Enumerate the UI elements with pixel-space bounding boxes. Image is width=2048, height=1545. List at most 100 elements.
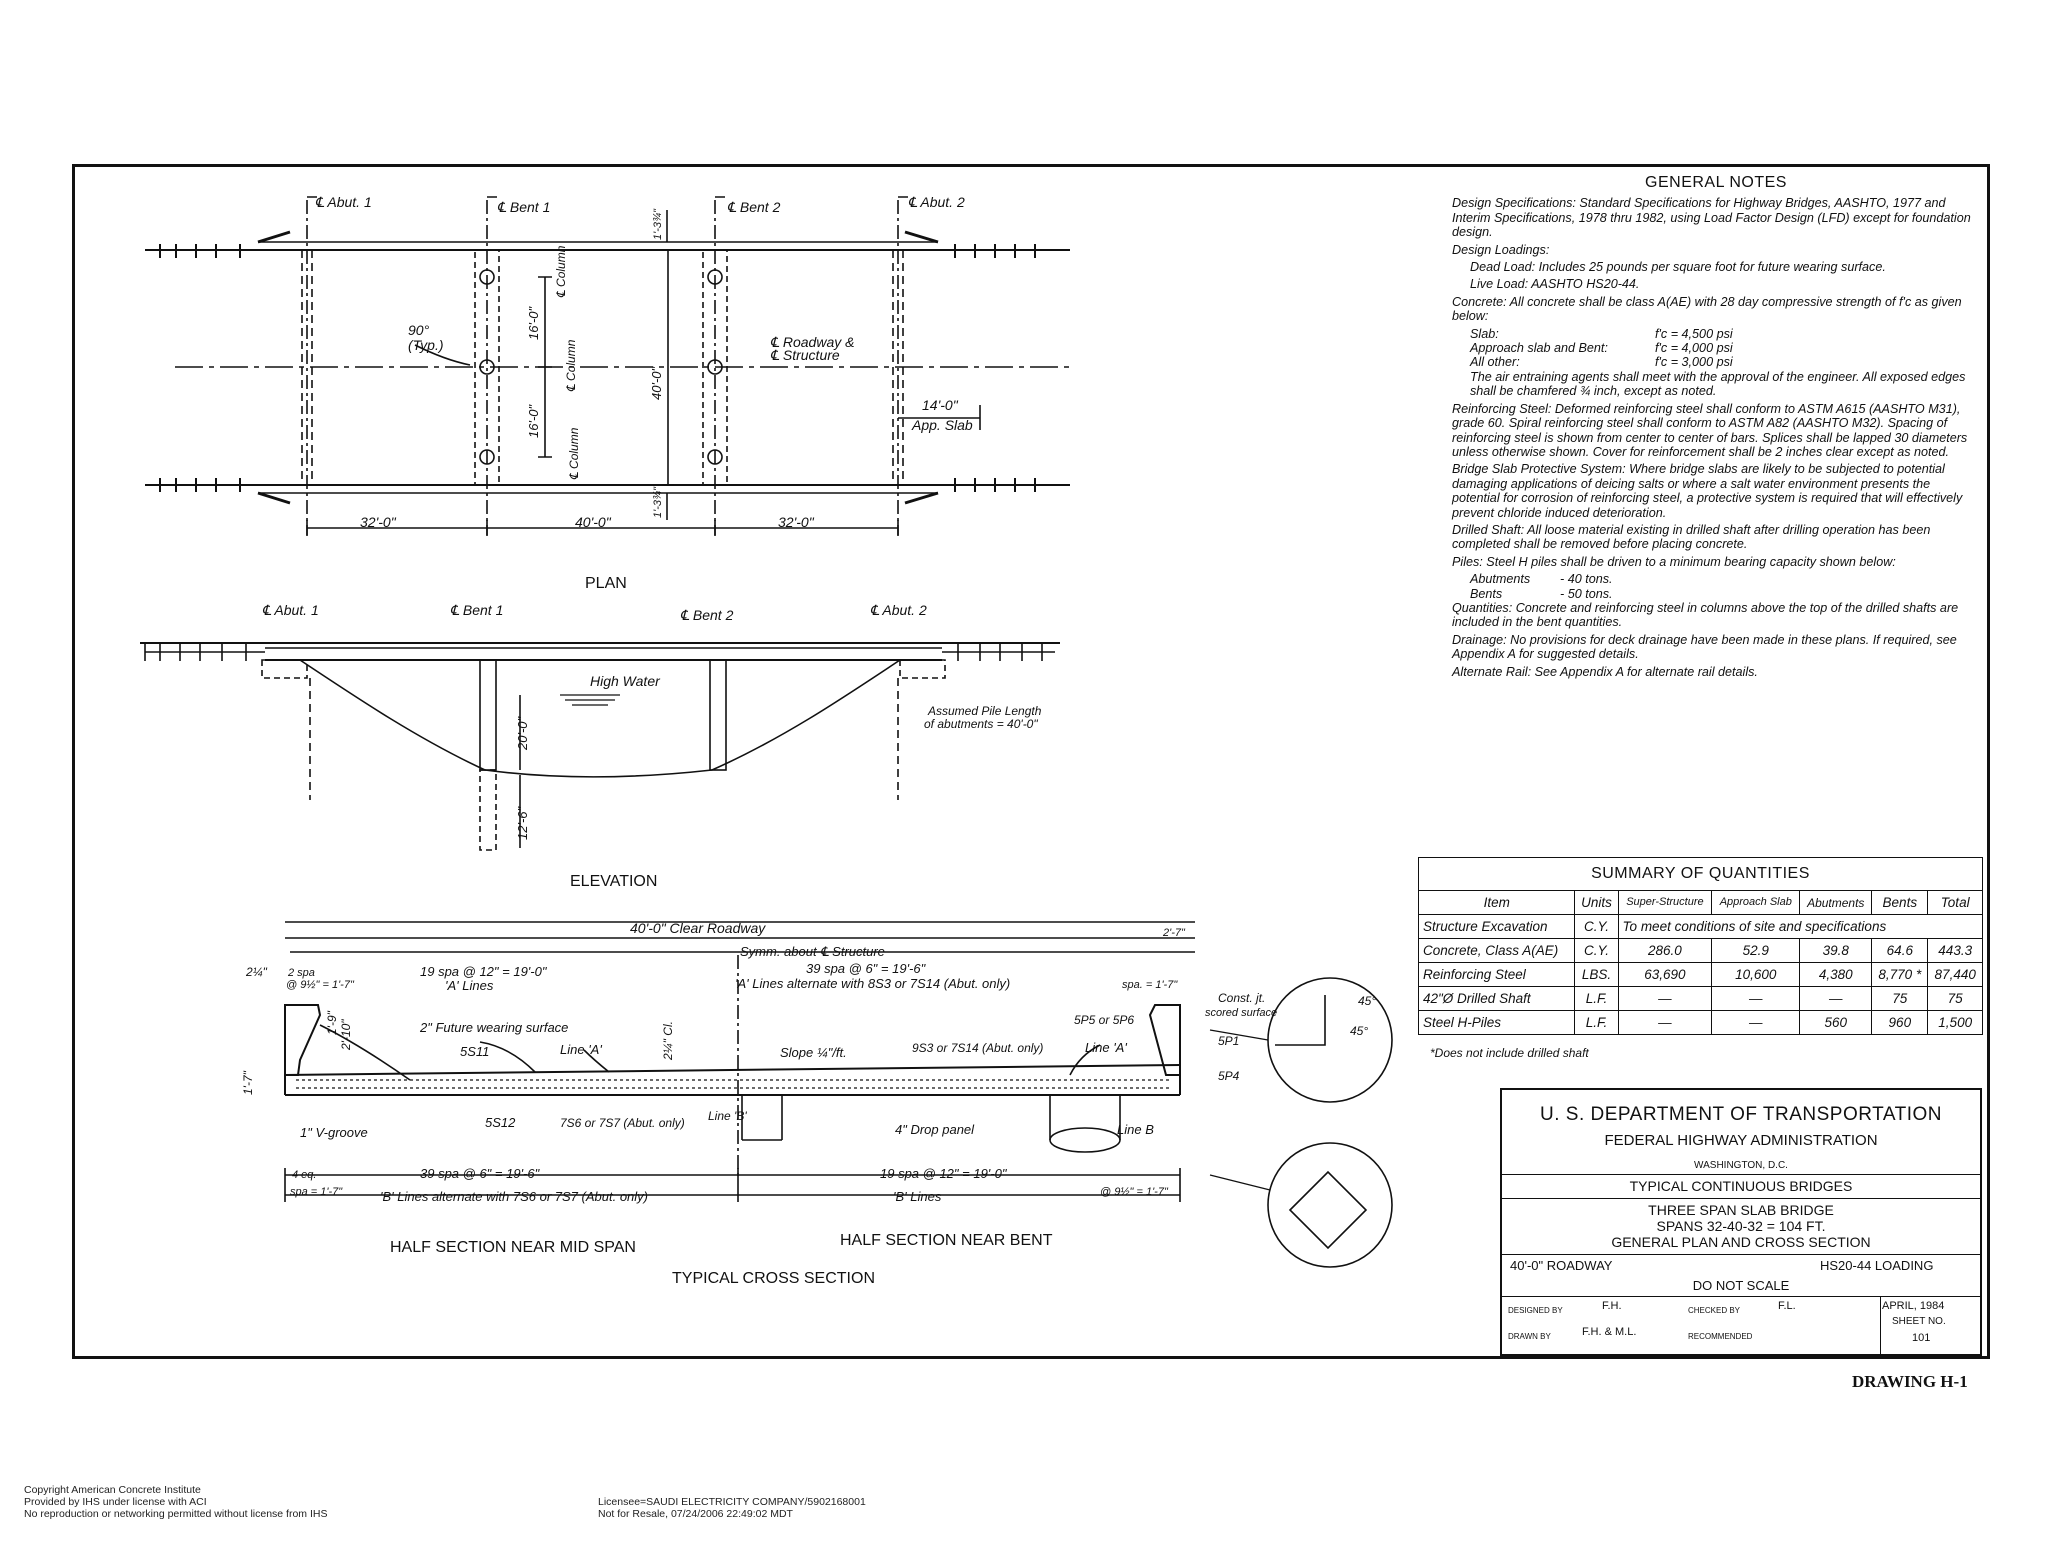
th-item: Item	[1417, 890, 1576, 915]
general-notes-title: GENERAL NOTES	[1645, 174, 1787, 191]
cell: Structure Excavation	[1417, 914, 1576, 939]
tb-date: APRIL, 1984	[1882, 1300, 1945, 1312]
sec-5p5: 5P5 or 5P6	[1074, 1013, 1134, 1027]
th-abutments: Abutments	[1799, 890, 1873, 915]
plan-span1: 32'-0"	[360, 514, 397, 530]
strength-other-label: All other:	[1470, 355, 1520, 370]
note-design-loadings: Design Loadings:	[1452, 242, 1550, 257]
sec-slope: Slope ¼"/ft.	[780, 1045, 847, 1060]
table-row: Concrete, Class A(AE) C.Y. 286.0 52.9 39…	[1417, 938, 1983, 963]
tb-divider	[1880, 1296, 1881, 1354]
footer-left-1: Copyright American Concrete Institute	[24, 1484, 201, 1496]
sec-future-surface: 2" Future wearing surface	[419, 1020, 568, 1035]
tb-city: WASHINGTON, D.C.	[1694, 1160, 1788, 1171]
plan-view	[145, 196, 1070, 536]
plan-dim-16a: 16'-0"	[526, 305, 541, 340]
note-reinforcing: Reinforcing Steel: Deformed reinforcing …	[1452, 401, 1968, 459]
sec-b-lines-right: 19 spa @ 12" = 19'-0"	[880, 1166, 1008, 1181]
note-protective: Bridge Slab Protective System: Where bri…	[1452, 462, 1963, 520]
sec-clear-roadway: 40'-0" Clear Roadway	[630, 920, 766, 936]
sec-line-b2: Line B	[1117, 1122, 1154, 1137]
tb-title-line3: GENERAL PLAN AND CROSS SECTION	[1611, 1234, 1871, 1250]
tb-checked-label: CHECKED BY	[1688, 1306, 1741, 1315]
tb-title-line2: SPANS 32-40-32 = 104 FT.	[1656, 1218, 1826, 1234]
tb-typical: TYPICAL CONTINUOUS BRIDGES	[1629, 1178, 1853, 1194]
cell: 10,600	[1711, 962, 1801, 987]
cell: 443.3	[1927, 938, 1983, 963]
th-total: Total	[1927, 890, 1983, 915]
cross-section-view	[284, 921, 1393, 1268]
cell: C.Y.	[1574, 914, 1619, 939]
tb-designed-value: F.H.	[1602, 1300, 1622, 1312]
cell: Concrete, Class A(AE)	[1417, 938, 1576, 963]
sec-spa-right: spa. = 1'-7"	[1122, 979, 1178, 991]
tb-administration: FEDERAL HIGHWAY ADMINISTRATION	[1604, 1132, 1878, 1149]
sec-a-alt: 'A' Lines alternate with 8S3 or 7S14 (Ab…	[735, 976, 1010, 991]
tb-scale: DO NOT SCALE	[1692, 1278, 1790, 1293]
pile-bents-label: Bents	[1470, 586, 1503, 601]
tb-divider	[1502, 1254, 1980, 1255]
cell: Steel H-Piles	[1417, 1010, 1576, 1035]
cell: 8,770 *	[1871, 962, 1929, 987]
sec-dim-19: 1'-9"	[325, 1010, 339, 1035]
note-piles: Piles: Steel H piles shall be driven to …	[1452, 554, 1896, 569]
title-block: U. S. DEPARTMENT OF TRANSPORTATION FEDER…	[1500, 1088, 1982, 1356]
sec-scored: scored surface	[1205, 1007, 1277, 1019]
plan-column2-label: ℄ Column	[564, 339, 578, 392]
plan-structure-label: ℄ Structure	[770, 347, 840, 363]
sec-symm: Symm. about ℄ Structure	[740, 944, 885, 959]
sec-5p1: 5P1	[1218, 1034, 1239, 1048]
sec-bot-right: @ 9½" = 1'-7"	[1100, 1186, 1169, 1198]
plan-dim-16b: 16'-0"	[526, 403, 541, 438]
tb-divider	[1502, 1198, 1980, 1199]
elev-bent1-label: ℄ Bent 1	[450, 602, 503, 618]
plan-span3: 32'-0"	[778, 514, 815, 530]
sec-5p4: 5P4	[1218, 1069, 1240, 1083]
cell: Reinforcing Steel	[1417, 962, 1576, 987]
general-notes: GENERAL NOTES Design Specifications: Sta…	[1452, 174, 1980, 682]
sec-dim-210: 2'-10"	[339, 1019, 353, 1051]
footer-left-3: No reproduction or networking permitted …	[24, 1508, 328, 1520]
plan-angle-note: (Typ.)	[408, 337, 444, 353]
cell: —	[1711, 1010, 1801, 1035]
cell: L.F.	[1574, 1010, 1619, 1035]
sec-dim-27: 2'-7"	[1162, 927, 1186, 939]
sec-a-lines-right: 39 spa @ 6" = 19'-6"	[806, 961, 927, 976]
sec-line-a2: Line 'A'	[1085, 1040, 1127, 1055]
tb-department: U. S. DEPARTMENT OF TRANSPORTATION	[1540, 1104, 1942, 1125]
cell: 63,690	[1617, 962, 1713, 987]
footer-mid-1: Licensee=SAUDI ELECTRICITY COMPANY/59021…	[598, 1496, 866, 1508]
note-dead-load: Dead Load: Includes 25 pounds per square…	[1470, 260, 1886, 275]
note-concrete: Concrete: All concrete shall be class A(…	[1452, 294, 1962, 324]
sec-clear: 2¼" Cl.	[661, 1021, 675, 1061]
tb-title-line1: THREE SPAN SLAB BRIDGE	[1648, 1202, 1834, 1218]
cell: 64.6	[1871, 938, 1929, 963]
pile-abut-value: - 40 tons.	[1560, 572, 1613, 587]
note-drilled: Drilled Shaft: All loose material existi…	[1452, 522, 1931, 552]
plan-dim-134a: 1'-3¾"	[652, 208, 664, 240]
sec-b-alt: 'B' Lines alternate with 7S6 or 7S7 (Abu…	[380, 1189, 648, 1204]
sec-dim-17: 1'-7"	[241, 1070, 255, 1095]
plan-angle-label: 90°	[408, 322, 430, 338]
sec-5s11: 5S11	[460, 1044, 489, 1059]
strength-approach-value: f'c = 4,000 psi	[1655, 341, 1733, 356]
plan-abut2-label: ℄ Abut. 2	[908, 194, 965, 210]
tb-recommended-label: RECOMMENDED	[1688, 1332, 1753, 1341]
sec-const-jt: Const. jt.	[1218, 991, 1265, 1005]
tb-checked-value: F.L.	[1778, 1300, 1796, 1312]
plan-bent1-label: ℄ Bent 1	[497, 199, 550, 215]
summary-footnote: *Does not include drilled shaft	[1430, 1046, 1589, 1060]
table-row: Reinforcing Steel LBS. 63,690 10,600 4,3…	[1417, 962, 1983, 987]
sec-line-a: Line 'A'	[560, 1042, 602, 1057]
sec-vgroove: 1" V-groove	[300, 1125, 368, 1140]
footer-left-2: Provided by IHS under license with ACI	[24, 1496, 207, 1508]
footer-mid-2: Not for Resale, 07/24/2006 22:49:02 MDT	[598, 1508, 793, 1520]
strength-slab-label: Slab:	[1470, 326, 1499, 341]
table-row: 42"Ø Drilled Shaft L.F. — — — 75 75	[1417, 986, 1983, 1011]
pile-bents-value: - 50 tons.	[1560, 586, 1613, 601]
tb-drawn-value: F.H. & M.L.	[1582, 1326, 1637, 1338]
sec-b-label: 'B' Lines	[893, 1189, 942, 1204]
plan-column1-label: ℄ Column	[554, 245, 568, 298]
note-quantities: Quantities: Concrete and reinforcing ste…	[1452, 600, 1959, 630]
